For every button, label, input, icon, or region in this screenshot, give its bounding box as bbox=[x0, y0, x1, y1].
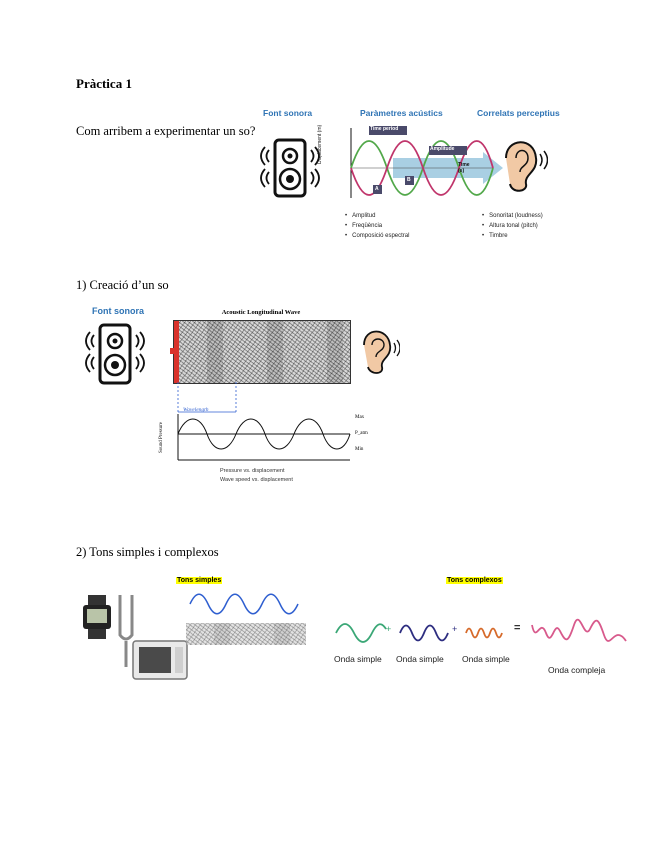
section1-heading: 1) Creació d’un so bbox=[76, 278, 169, 292]
pressure-noise bbox=[179, 321, 350, 383]
perceptual-item: Timbre bbox=[482, 231, 543, 241]
header-correlats: Correlats perceptius bbox=[477, 108, 560, 118]
perceptual-item: Sonoritat (loudness) bbox=[482, 211, 543, 221]
microwave-icon bbox=[132, 640, 188, 680]
perceptual-item: Altura tonal (pitch) bbox=[482, 221, 543, 231]
wave-graph bbox=[350, 126, 503, 198]
simple-tone-pressure bbox=[186, 623, 306, 645]
wave-panel bbox=[170, 320, 351, 384]
plus-operator: + bbox=[452, 624, 458, 634]
page-title: Pràctica 1 bbox=[76, 76, 132, 91]
label-amplitude: Amplitude bbox=[430, 146, 455, 152]
pressure-graph bbox=[177, 382, 351, 461]
font-sonora-label: Font sonora bbox=[92, 306, 144, 316]
complex-tone-equation bbox=[335, 618, 627, 643]
caption-2: Wave speed vs. displacement bbox=[220, 477, 293, 483]
acoustic-param-item: Composició espectral bbox=[345, 231, 409, 241]
tuning-fork-icon bbox=[118, 595, 134, 667]
header-font-sonora: Font sonora bbox=[263, 108, 313, 118]
figure-tones: Tons simples Tons complexos + + = Onda s… bbox=[76, 575, 636, 695]
onda-simple-1: Onda simple bbox=[334, 654, 382, 664]
caption-1: Pressure vs. displacement bbox=[220, 468, 285, 474]
label-y-axis: Displacement (m) bbox=[317, 124, 323, 164]
tons-simples-label: Tons simples bbox=[176, 577, 223, 584]
piston-rod bbox=[170, 348, 175, 354]
piston bbox=[174, 321, 179, 383]
label-min: Min bbox=[355, 447, 364, 452]
perceptual-correlates-list: Sonoritat (loudness) Altura tonal (pitch… bbox=[482, 211, 543, 241]
label-time: Time (s) bbox=[458, 162, 470, 174]
wavelength-label: Wavelength bbox=[183, 407, 209, 413]
label-patm: P_atm bbox=[355, 431, 368, 436]
acoustic-params-list: Amplitud Freqüència Composició espectral bbox=[345, 211, 409, 241]
label-a: A bbox=[375, 186, 379, 192]
intro-question: Com arribem a experimentar un so? bbox=[76, 124, 256, 138]
ear-icon bbox=[363, 330, 400, 374]
plus-operator: + bbox=[386, 624, 392, 634]
acoustic-param-item: Amplitud bbox=[345, 211, 409, 221]
header-parametres: Paràmetres acústics bbox=[360, 108, 443, 118]
wave-title: Acoustic Longitudinal Wave bbox=[221, 309, 301, 316]
simple-tone-wave bbox=[189, 593, 299, 615]
label-max: Max bbox=[355, 415, 365, 420]
figure-acoustic-overview: Font sonora Paràmetres acústics Correlat… bbox=[255, 104, 580, 254]
equals-operator: = bbox=[514, 622, 521, 634]
acoustic-param-item: Freqüència bbox=[345, 221, 409, 231]
onda-simple-3: Onda simple bbox=[462, 654, 510, 664]
y-axis-label: Sound Pressure bbox=[159, 422, 164, 453]
section2-heading: 2) Tons simples i complexos bbox=[76, 545, 219, 559]
watch-icon bbox=[83, 595, 111, 639]
speaker-icon bbox=[85, 323, 145, 385]
label-time-period: Time period bbox=[370, 126, 399, 132]
speaker-icon bbox=[260, 138, 320, 198]
label-b: B bbox=[407, 177, 411, 183]
figure-longitudinal-wave: Font sonora Acoustic Longitudinal Wave W… bbox=[80, 305, 400, 490]
ear-icon bbox=[505, 141, 548, 192]
tons-complexos-label: Tons complexos bbox=[446, 577, 503, 584]
onda-simple-2: Onda simple bbox=[396, 654, 444, 664]
onda-compleja: Onda compleja bbox=[548, 665, 606, 675]
